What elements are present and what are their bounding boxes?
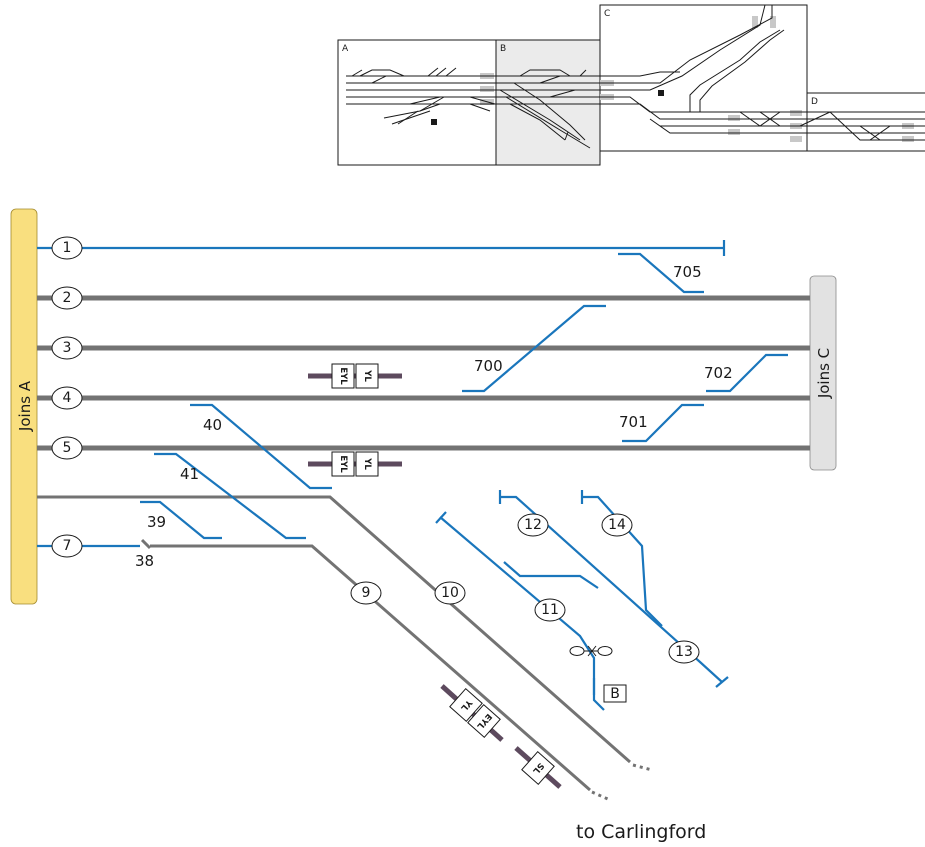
track-10-line: [37, 495, 631, 764]
track-badge-1: 1: [51, 236, 83, 260]
svg-text:11: 11: [541, 602, 559, 618]
svg-text:1: 1: [63, 240, 72, 256]
svg-text:2: 2: [63, 290, 72, 306]
svg-text:7: 7: [63, 538, 72, 554]
track-9-line: [150, 544, 591, 792]
signal-41-label: 41: [180, 465, 199, 483]
platform-sign-diagonal: YL EYL SL: [440, 684, 562, 789]
key-map-panel-b-shade: [496, 40, 600, 165]
svg-text:12: 12: [524, 517, 542, 533]
sign-upper-yl: YL: [362, 369, 372, 382]
sign-lower-yl: YL: [362, 457, 372, 470]
siding-702: [706, 353, 788, 393]
platform-sign-lower: EYL YL: [308, 451, 402, 477]
svg-text:13: 13: [675, 644, 693, 660]
track-numbers: 1 2 3 4 5 7 9 10 11 12 13 14: [51, 236, 700, 664]
signal-702-label: 702: [704, 364, 733, 382]
track-badge-5: 5: [51, 436, 83, 460]
track-badge-10: 10: [434, 581, 466, 605]
svg-text:4: 4: [63, 390, 72, 406]
signal-38-label: 38: [135, 552, 154, 570]
track-badge-12: 12: [517, 513, 549, 537]
siding-41: [154, 452, 306, 540]
track-badge-3: 3: [51, 336, 83, 360]
join-c-label: Joins C: [815, 348, 833, 399]
key-map-panel-c: [599, 4, 808, 152]
key-map-label-b: B: [500, 44, 506, 54]
join-a-label: Joins A: [16, 380, 34, 432]
track-badge-2: 2: [51, 286, 83, 310]
key-map-label-c: C: [604, 9, 610, 19]
box-b: B: [603, 684, 627, 703]
key-map-label-d: D: [811, 97, 818, 107]
loop-11-spur: [503, 561, 599, 589]
signal-700-label: 700: [474, 357, 503, 375]
track-badge-11: 11: [534, 598, 566, 622]
track-badge-13: 13: [668, 640, 700, 664]
track-badge-7: 7: [51, 534, 83, 558]
siding-701: [622, 403, 704, 443]
sign-lower-eyl: EYL: [338, 455, 348, 473]
key-map: A B C D: [337, 4, 925, 166]
loop-11: [439, 516, 605, 711]
tracks: [37, 240, 810, 802]
loop-12-13: [500, 495, 723, 683]
signal-705-label: 705: [673, 263, 702, 281]
join-c-bar: Joins C: [809, 275, 837, 471]
sign-upper-eyl: EYL: [338, 367, 348, 385]
destination-label: to Carlingford: [576, 821, 706, 843]
loop-14: [582, 495, 663, 627]
platform-sign-upper: EYL YL: [308, 363, 402, 389]
siding-39: [140, 500, 222, 540]
siding-700: [462, 304, 606, 393]
signal-40-label: 40: [203, 416, 222, 434]
box-b-label: B: [610, 686, 620, 702]
join-a-bar: Joins A: [10, 208, 38, 605]
signal-39-label: 39: [147, 513, 166, 531]
svg-text:10: 10: [441, 585, 459, 601]
siding-705: [618, 252, 704, 294]
key-map-label-a: A: [342, 44, 349, 54]
key-map-panel-d: [806, 92, 925, 151]
siding-40: [190, 403, 332, 490]
crossing-symbol-icon: [569, 645, 613, 657]
track-badge-9: 9: [350, 581, 382, 605]
track-badge-14: 14: [601, 513, 633, 537]
track-badge-4: 4: [51, 386, 83, 410]
loops: [435, 490, 729, 711]
svg-text:5: 5: [63, 440, 72, 456]
svg-text:3: 3: [63, 340, 72, 356]
signal-701-label: 701: [619, 413, 648, 431]
signal-labels: 705 700 702 701 40 41 39 38: [135, 263, 733, 570]
sidings: [140, 252, 788, 540]
svg-text:14: 14: [608, 517, 626, 533]
svg-text:9: 9: [362, 585, 371, 601]
